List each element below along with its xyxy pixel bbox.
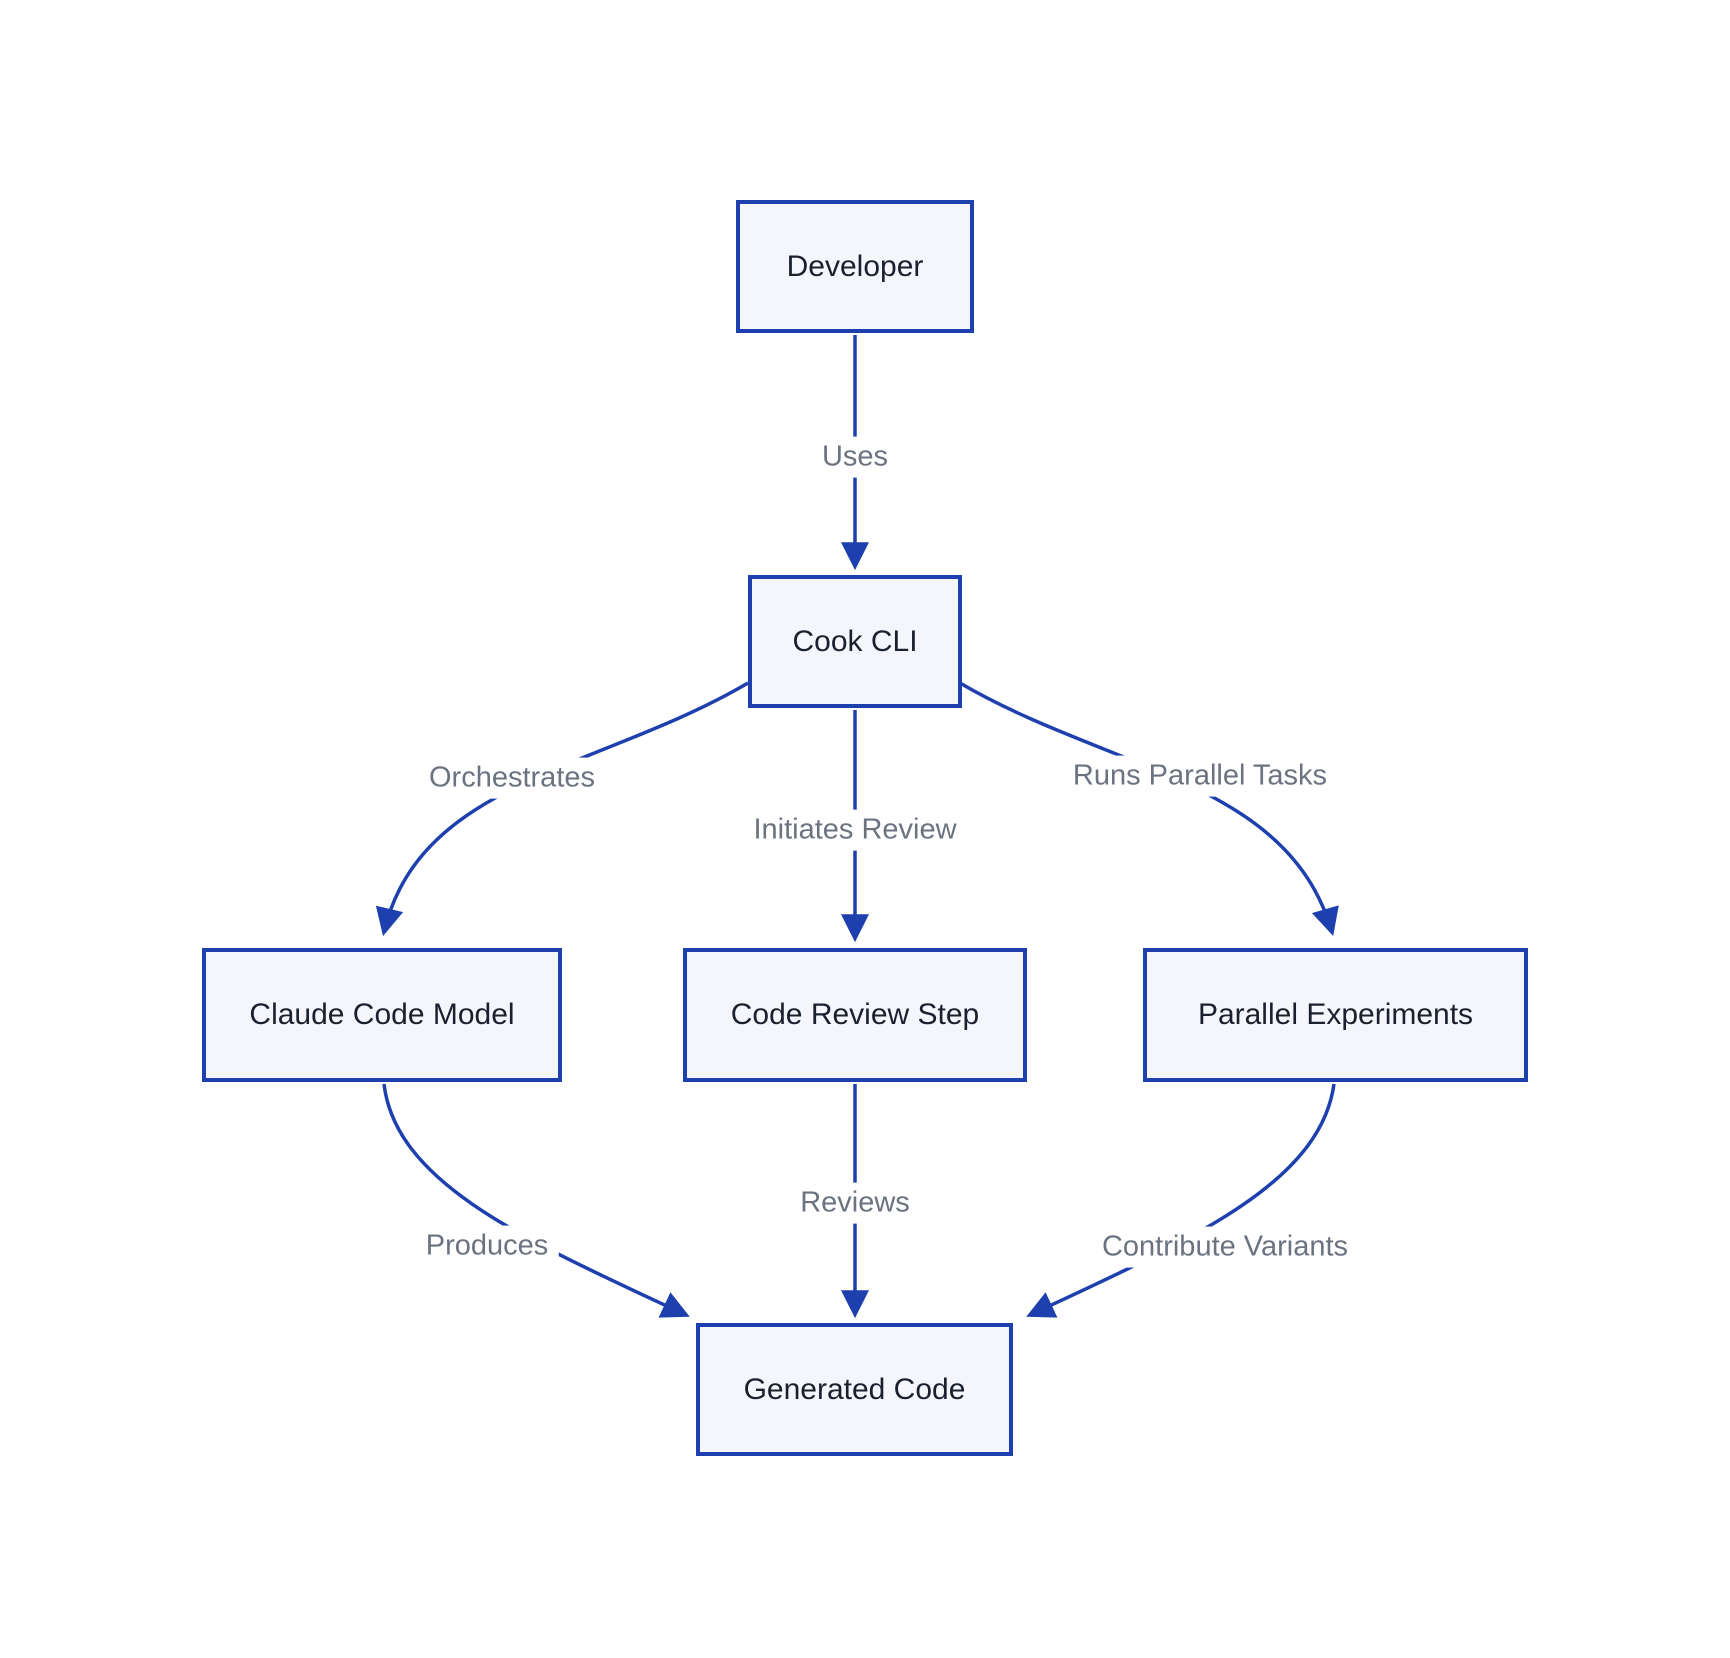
node-claude-code-model: Claude Code Model — [202, 948, 562, 1082]
node-developer-label: Developer — [786, 249, 924, 283]
edge-orchestrates-line — [375, 681, 749, 937]
node-parallel-experiments: Parallel Experiments — [1143, 948, 1528, 1082]
node-code-review-step: Code Review Step — [683, 948, 1027, 1082]
node-code-review-step-label: Code Review Step — [730, 998, 980, 1031]
edge-label-orchestrates: Orchestrates — [419, 757, 605, 799]
node-developer: Developer — [736, 200, 974, 333]
edge-contribute-variants-line — [1026, 1083, 1336, 1318]
node-generated-code: Generated Code — [696, 1323, 1013, 1456]
edge-label-contribute-variants: Contribute Variants — [1091, 1226, 1359, 1268]
node-claude-code-model-label: Claude Code Model — [249, 998, 515, 1031]
edge-label-uses: Uses — [811, 436, 899, 478]
node-generated-code-label: Generated Code — [743, 1372, 966, 1406]
edge-produces-line — [382, 1083, 690, 1318]
edge-label-reviews: Reviews — [790, 1182, 920, 1224]
node-parallel-experiments-label: Parallel Experiments — [1197, 998, 1474, 1031]
edge-label-produces: Produces — [415, 1225, 559, 1267]
node-cook-cli: Cook CLI — [748, 575, 962, 708]
edge-label-runs-parallel-tasks: Runs Parallel Tasks — [1062, 755, 1338, 797]
edge-runs-parallel-tasks-line — [959, 681, 1339, 937]
node-cook-cli-label: Cook CLI — [792, 624, 918, 658]
edge-label-initiates-review: Initiates Review — [743, 809, 967, 851]
